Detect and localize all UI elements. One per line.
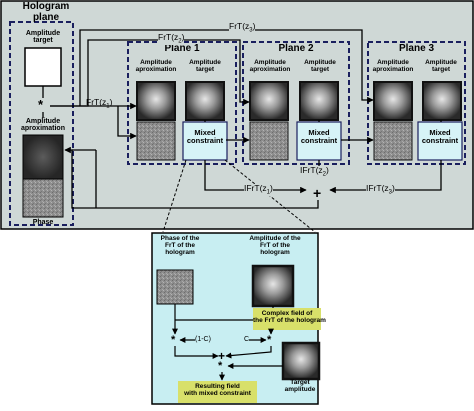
arrow-frt-z3	[79, 29, 374, 106]
plane-2-mixed-constraint-box	[296, 121, 342, 161]
plane-3-amplitude-target-image	[422, 81, 462, 121]
plane-3-mixed-constraint-box	[417, 121, 463, 161]
detail-mult-right-to-sum	[225, 346, 272, 359]
detail-target-image	[281, 341, 321, 381]
detail-connector-left	[162, 159, 187, 233]
detail-complex-field-label: Complex field of the FrT of the hologram	[253, 310, 326, 324]
detail-multiply-left: *	[171, 334, 176, 346]
detail-phase-image	[156, 269, 194, 305]
plane-3-amplitude-approximation-image	[373, 81, 413, 121]
frt-z2-label: FrT(z2)	[158, 32, 185, 45]
plane-1-title: Plane 1	[164, 43, 200, 54]
plane-1-amplitude-approximation-image	[136, 81, 176, 121]
detail-target-amplitude-label: Target amplitude	[284, 379, 316, 393]
plane-3-amplitude-target-label: Amplitude target	[425, 59, 457, 73]
hologram-amplitude-target-label: Amplitude target	[25, 30, 61, 45]
hologram-amplitude-target-image	[24, 47, 62, 87]
hologram-multiply-symbol: *	[38, 97, 44, 112]
plane-3-mixed-constraint-label: Mixed constraint	[421, 128, 459, 145]
detail-connector-right	[224, 159, 316, 233]
resulting-field-label-bg	[178, 381, 257, 403]
detail-c-label: C	[244, 336, 250, 344]
ifrt-z2-label: IFrT(z2)	[300, 165, 329, 178]
plane-1-mixed-constraint-box	[182, 121, 228, 161]
detail-resulting-field-label: Resulting field with mixed constraint	[184, 383, 251, 397]
hologram-plane-title: Hologram plane	[22, 1, 70, 23]
plane-2-mixed-constraint-label: Mixed constraint	[300, 128, 338, 145]
plane-2-amplitude-target-image	[299, 81, 339, 121]
plane-1-box	[127, 41, 237, 165]
hologram-phase-label: Phase	[32, 219, 54, 226]
plane-2-box	[242, 41, 350, 165]
detail-amplitude-image	[251, 264, 295, 308]
detail-sum-symbol: +	[218, 349, 226, 363]
ifrt-z1-label: IFrT(z1)	[244, 183, 273, 196]
plane-2-amplitude-approximation-image	[249, 81, 289, 121]
plane-2-amplitude-approximation-label: Amplitude aproximation	[249, 59, 291, 73]
plane-1-mixed-constraint-label: Mixed constraint	[186, 128, 224, 145]
plane-1-amplitude-target-image	[185, 81, 225, 121]
plane-2-amplitude-target-label: Amplitude target	[304, 59, 336, 73]
detail-mult-left-to-sum	[174, 346, 219, 359]
sum-symbol: +	[313, 185, 322, 201]
plane-3-phase-image	[373, 121, 413, 161]
plane-2-phase-image	[249, 121, 289, 161]
frt-z3-label: FrT(z3)	[229, 21, 256, 34]
hologram-plane-box	[9, 21, 74, 226]
plane-1-amplitude-approximation-label: Amplitude aproximation	[135, 59, 177, 73]
detail-multiply-right: *	[267, 334, 272, 346]
detail-phase-label: Phase of the FrT of the hologram	[160, 235, 200, 256]
plane-3-amplitude-approximation-label: Amplitude aproximation	[372, 59, 414, 73]
hologram-amplitude-approximation-label: Amplitude aproximation	[21, 118, 65, 133]
detail-one-minus-c-label: (1-C)	[195, 336, 211, 344]
detail-amplitude-label: Amplitude of the FrT of the hologram	[249, 235, 301, 256]
plane-2-title: Plane 2	[278, 43, 314, 54]
detail-multiply-bottom: *	[218, 360, 223, 372]
arrow-sum-to-hologram	[64, 146, 319, 209]
plane-3-title: Plane 3	[398, 43, 435, 54]
ifrt-z3-label: IFrT(z3)	[366, 183, 395, 196]
arrow-phase-to-plane1	[117, 106, 137, 140]
plane-1-amplitude-target-label: Amplitude target	[189, 59, 221, 73]
plane-1-phase-image	[136, 121, 176, 161]
complex-field-label-bg	[253, 308, 321, 330]
frt-z1-label: FrT(z1)	[86, 97, 113, 110]
hologram-phase-image	[22, 178, 64, 218]
hologram-amplitude-approximation-image	[22, 134, 64, 180]
